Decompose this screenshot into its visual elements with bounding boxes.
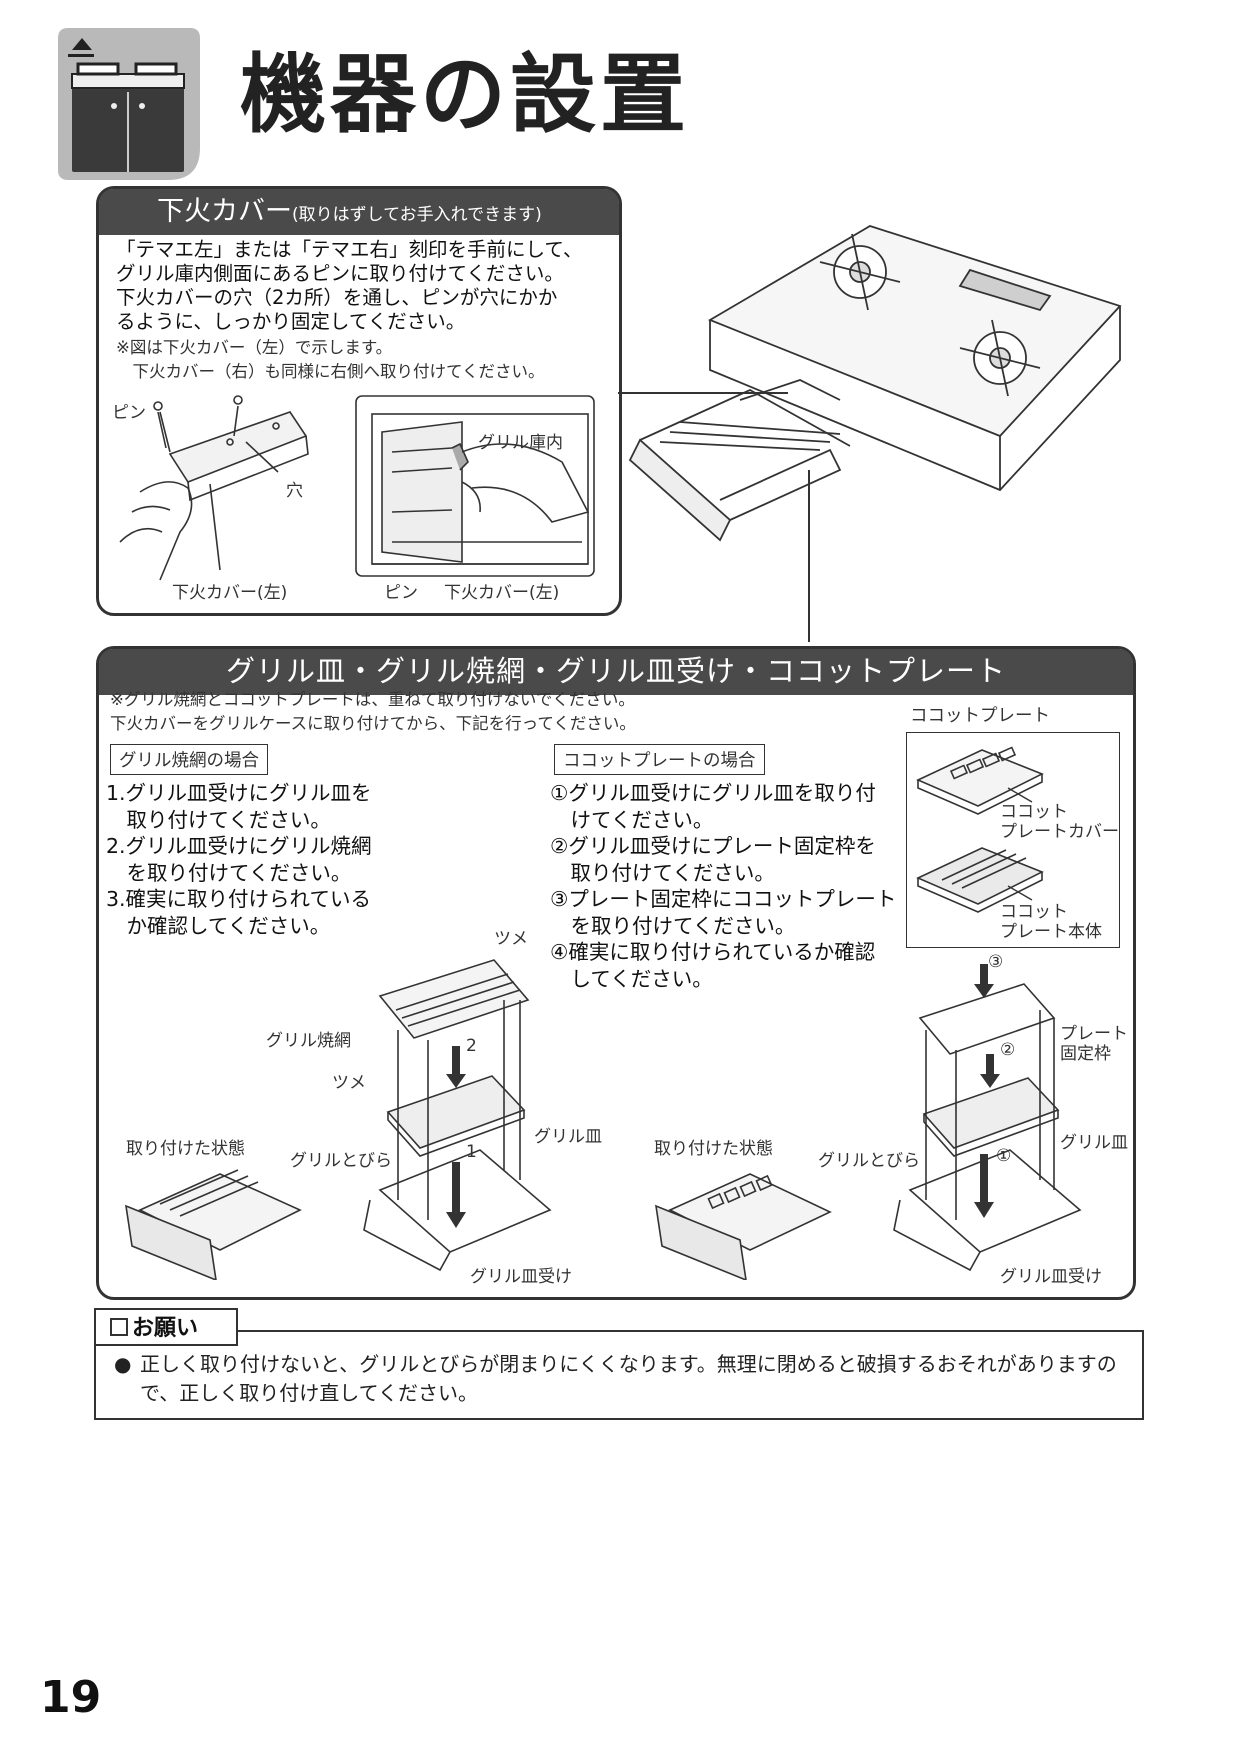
step-num-2-circ: ② xyxy=(1000,1040,1016,1060)
step-line: 3.確実に取り付けられている xyxy=(106,887,371,911)
step-line: を取り付けてください。 xyxy=(106,860,352,885)
page-title: 機器の設置 xyxy=(240,44,690,145)
request-tag: お願い xyxy=(94,1308,238,1346)
grill-section-notes: ※グリル焼網とココットプレートは、重ねて取り付けないでください。 下火カバーをグ… xyxy=(110,688,636,736)
heading-note: (取りはずしてお手入れできます) xyxy=(292,205,542,225)
instruction-line: るように、しっかり固定してください。 xyxy=(116,310,466,333)
step-line: ②グリル皿受けにプレート固定枠を xyxy=(550,834,876,858)
step-line: 取り付けてください。 xyxy=(106,807,331,832)
grill-inside-label: グリル庫内 xyxy=(478,433,563,453)
lower-cover-notes: ※図は下火カバー（左）で示します。 下火カバー（右）も同様に右側へ取り付けてくだ… xyxy=(116,336,545,384)
grill-section-heading: グリル皿・グリル焼網・グリル皿受け・ココットプレート xyxy=(99,649,1133,695)
cocotte-tray-receiver-label: グリル皿受け xyxy=(1000,1267,1102,1287)
tsume-side-label: ツメ xyxy=(332,1073,366,1093)
grill-net-assembly-illustration xyxy=(125,959,552,1280)
step-line: を取り付けてください。 xyxy=(550,913,796,938)
grill-interior-illustration xyxy=(355,395,595,577)
step-num-2: 2 xyxy=(466,1036,477,1056)
cover-left-label-2: 下火カバー(左) xyxy=(444,583,560,603)
label-line: プレート xyxy=(1060,1024,1128,1044)
request-text: ● 正しく取り付けないと、グリルとびらが閉まりにくくなります。無理に閉めると破損… xyxy=(114,1350,1128,1408)
page-number: 19 xyxy=(40,1672,102,1723)
tsume-top-label: ツメ xyxy=(494,929,528,949)
square-icon xyxy=(110,1318,128,1336)
request-box xyxy=(94,1330,1144,1420)
label-line: ココット xyxy=(1000,902,1068,922)
cocotte-steps: ①グリル皿受けにグリル皿を取り付 けてください。 ②グリル皿受けにプレート固定枠… xyxy=(550,780,896,992)
instruction-line: 下火カバーの穴（2カ所）を通し、ピンが穴にかか xyxy=(116,286,558,309)
leader-line xyxy=(618,392,788,394)
grill-net-subhead: グリル焼網の場合 xyxy=(110,744,268,775)
plate-frame-label: プレート 固定枠 xyxy=(1060,1024,1128,1064)
note-line: ※図は下火カバー（左）で示します。 xyxy=(116,338,393,357)
plate-cover-label: ココット プレートカバー xyxy=(1000,802,1119,842)
pin-bottom-label: ピン xyxy=(384,583,418,603)
note-line: 下火カバー（右）も同様に右側へ取り付けてください。 xyxy=(116,362,545,381)
lower-burner-cover-box: 下火カバー(取りはずしてお手入れできます) xyxy=(96,186,622,616)
cocotte-grill-door-label: グリルとびら xyxy=(818,1151,920,1171)
step-line: 取り付けてください。 xyxy=(550,860,775,885)
step-num-1: 1 xyxy=(466,1142,477,1162)
note-line: 下火カバーをグリルケースに取り付けてから、下記を行ってください。 xyxy=(110,714,636,733)
cocotte-plate-parts-illustration xyxy=(916,746,1044,913)
lower-cover-instructions: 「テマエ左」または「テマエ右」刻印を手前にして、 グリル庫内側面にあるピンに取り… xyxy=(116,238,582,334)
step-line: 1.グリル皿受けにグリル皿を xyxy=(106,781,372,805)
step-line: ③プレート固定枠にココットプレート xyxy=(550,887,897,911)
label-line: プレートカバー xyxy=(1000,822,1119,842)
gas-stove-illustration xyxy=(628,225,1122,542)
label-line: プレート本体 xyxy=(1000,922,1102,942)
note-line: ※グリル焼網とココットプレートは、重ねて取り付けないでください。 xyxy=(110,690,635,709)
plate-body-label: ココット プレート本体 xyxy=(1000,902,1102,942)
request-tag-label: お願い xyxy=(132,1316,199,1341)
cocotte-grill-tray-label: グリル皿 xyxy=(1060,1133,1128,1153)
grill-net-steps: 1.グリル皿受けにグリル皿を 取り付けてください。 2.グリル皿受けにグリル焼網… xyxy=(106,780,372,939)
instruction-line: グリル庫内側面にあるピンに取り付けてください。 xyxy=(116,262,564,285)
pin-label: ピン xyxy=(112,403,146,423)
cocotte-plate-title: ココットプレート xyxy=(910,706,1050,726)
stove-cabinet-icon xyxy=(58,28,200,180)
cocotte-installed-label: 取り付けた状態 xyxy=(654,1139,773,1159)
step-line: か確認してください。 xyxy=(106,913,331,938)
step-line: してください。 xyxy=(550,966,713,991)
hand-holding-cover-illustration xyxy=(119,395,309,581)
tray-receiver-label: グリル皿受け xyxy=(470,1267,572,1287)
cocotte-assembly-illustration xyxy=(655,964,1082,1280)
grill-tray-label: グリル皿 xyxy=(534,1127,602,1147)
step-line: ①グリル皿受けにグリル皿を取り付 xyxy=(550,781,876,805)
heading-main: 下火カバー xyxy=(157,196,292,227)
leader-line xyxy=(808,470,810,642)
step-line: 2.グリル皿受けにグリル焼網 xyxy=(106,834,372,858)
instruction-line: 「テマエ左」または「テマエ右」刻印を手前にして、 xyxy=(116,238,583,261)
label-line: 固定枠 xyxy=(1060,1044,1111,1064)
installed-label: 取り付けた状態 xyxy=(126,1139,245,1159)
request-body: 正しく取り付けないと、グリルとびらが閉まりにくくなります。無理に閉めると破損する… xyxy=(140,1352,1117,1405)
bullet-icon: ● xyxy=(114,1352,132,1376)
grill-net-label: グリル焼網 xyxy=(266,1031,351,1051)
step-line: ④確実に取り付けられているか確認 xyxy=(550,940,876,964)
grill-section-box: グリル皿・グリル焼網・グリル皿受け・ココットプレート xyxy=(96,646,1136,1300)
step-num-3-circ: ③ xyxy=(988,952,1004,972)
cocotte-plate-inset xyxy=(906,732,1120,948)
label-line: ココット xyxy=(1000,802,1068,822)
hole-label: 穴 xyxy=(286,481,303,501)
step-num-1-circ: ① xyxy=(996,1146,1012,1166)
cover-left-label: 下火カバー(左) xyxy=(172,583,288,603)
step-line: けてください。 xyxy=(550,807,714,832)
grill-door-label: グリルとびら xyxy=(290,1151,392,1171)
lower-burner-cover-heading: 下火カバー(取りはずしてお手入れできます) xyxy=(99,189,619,235)
cocotte-subhead: ココットプレートの場合 xyxy=(554,744,765,775)
